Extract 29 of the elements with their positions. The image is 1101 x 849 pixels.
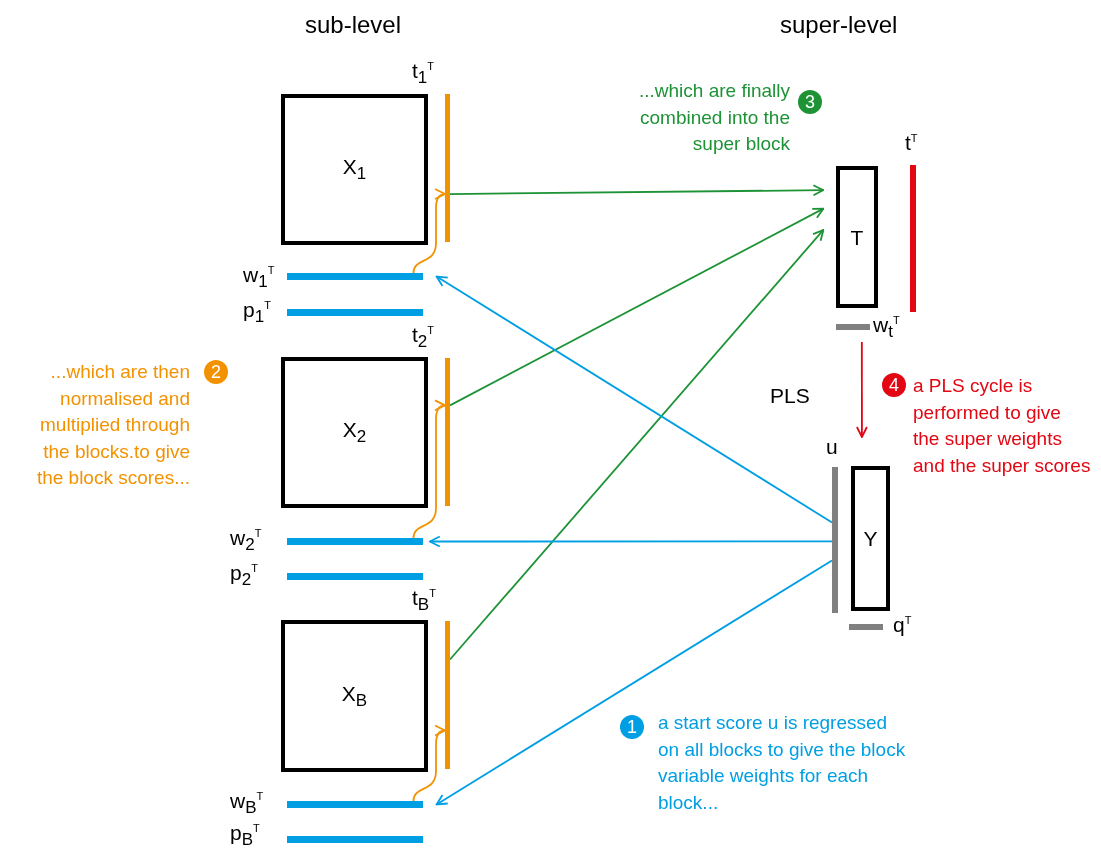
arrow — [412, 188, 446, 274]
step-number: 1 — [620, 715, 644, 739]
step-note: ...which are then normalised and multiplied through the blocks.to give the block scores... — [35, 360, 190, 490]
column-heading: sub-level — [305, 12, 402, 39]
arrow — [412, 725, 446, 802]
vector-label: q$^{T}$ — [893, 614, 912, 635]
step-number: 3 — [798, 90, 822, 114]
step-note: a start score u is regressed on all blocks to give the block variable weights for each block... — [658, 711, 907, 815]
arrow — [449, 207, 825, 407]
matrix-label: X$_{2}$ — [342, 419, 367, 446]
step-number: 4 — [882, 373, 906, 397]
step-note: ...which are finally combined into the super block — [638, 79, 790, 156]
matrix-label: X$_{B}$ — [341, 682, 368, 710]
matrix-label: T — [850, 226, 864, 248]
matrix-label: X$_{1}$ — [342, 156, 367, 183]
step-number: 2 — [204, 360, 228, 384]
arrow — [435, 559, 833, 806]
arrow-caption: PLS — [770, 383, 810, 409]
column-heading: super-level — [780, 12, 898, 39]
arrow — [449, 229, 825, 661]
arrow — [428, 535, 833, 548]
arrow — [435, 275, 833, 524]
arrow — [856, 341, 868, 438]
vector-label: u — [826, 436, 838, 457]
arrow — [412, 400, 446, 539]
matrix-label: Y — [863, 528, 878, 549]
vector-label: t$^{T}$ — [905, 132, 918, 153]
arrow — [449, 184, 825, 197]
step-note: a PLS cycle is performed to give the super weights and the super scores — [913, 374, 1091, 478]
